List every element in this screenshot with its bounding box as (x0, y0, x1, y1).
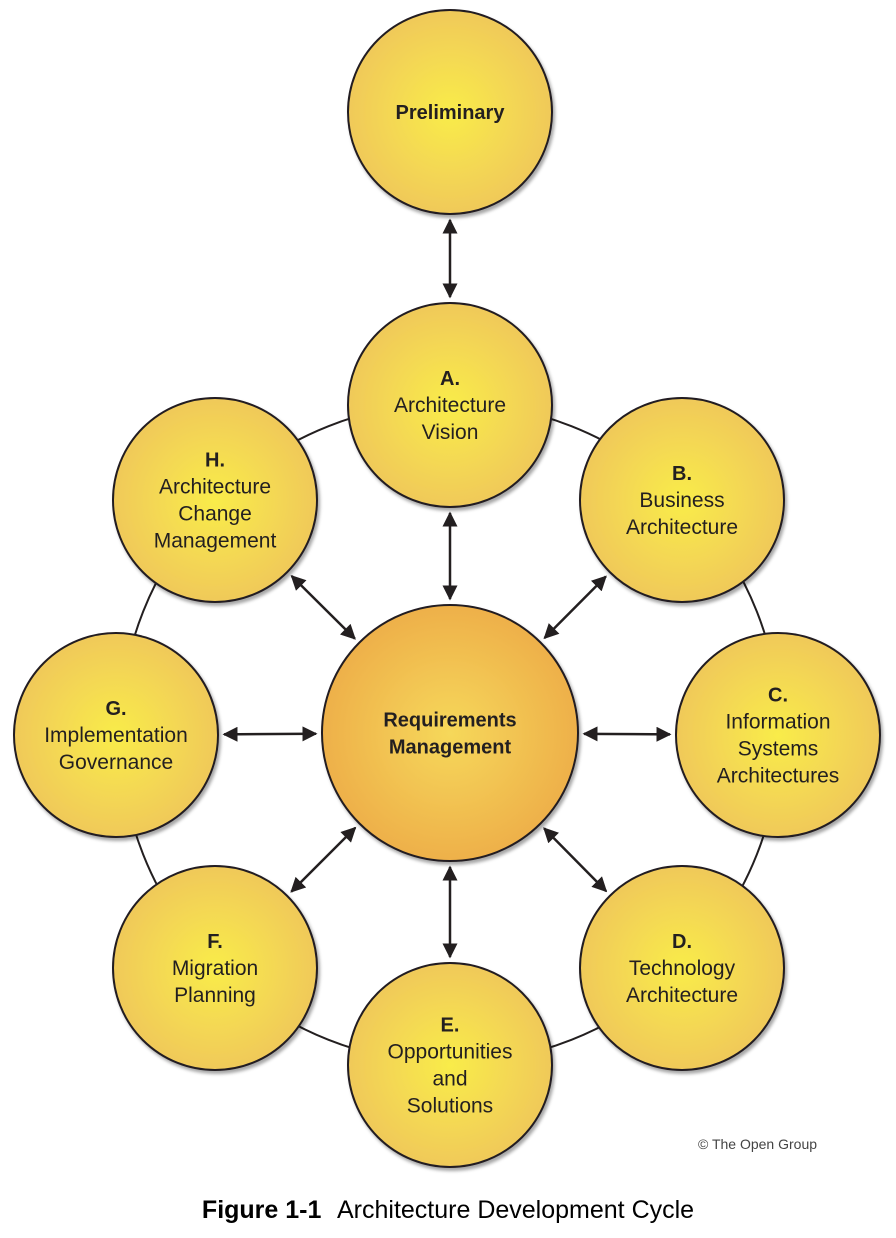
node-phase-f-circle[interactable] (112, 865, 318, 1071)
arrow-requirements-B (543, 575, 607, 640)
node-phase-d-label: Technology (629, 957, 736, 980)
node-phase-h-label: Management (154, 530, 277, 553)
node-phase-f-label: Migration (172, 957, 258, 980)
node-phase-c-label: Systems (738, 738, 819, 761)
node-phase-c-label: Information (725, 711, 830, 734)
node-preliminary-label: Preliminary (396, 102, 506, 124)
node-phase-g-circle[interactable] (13, 632, 219, 838)
node-phase-e-circle[interactable] (347, 962, 553, 1168)
node-phase-c-circle[interactable] (675, 632, 881, 838)
node-phase-b-label: Architecture (626, 516, 738, 539)
node-phase-a-circle[interactable] (347, 302, 553, 508)
node-phase-a-label: A. (440, 368, 460, 390)
node-phase-e-label: and (432, 1068, 467, 1091)
node-phase-f-label: Planning (174, 984, 256, 1007)
node-phase-f-label: F. (207, 931, 223, 953)
node-phase-h-label: H. (205, 450, 225, 472)
connections-layer (222, 218, 672, 959)
arrow-requirements-D (543, 827, 608, 893)
node-requirements-management-label: Management (389, 737, 512, 759)
node-phase-g-label: Governance (59, 751, 173, 774)
node-phase-c-label: Architectures (717, 765, 840, 788)
node-phase-e-label: E. (441, 1015, 460, 1037)
node-phase-g-label: Implementation (44, 724, 188, 747)
figure-number: Figure 1-1 (201, 1196, 322, 1224)
figure-caption: Figure 1-1 Architecture Development Cycl… (0, 1196, 896, 1225)
node-requirements-management-circle[interactable] (321, 604, 579, 862)
nodes-layer: PreliminaryA.ArchitectureVisionB.Busines… (13, 9, 881, 1168)
node-phase-a-label: Architecture (394, 394, 506, 417)
figure-title: Architecture Development Cycle (336, 1196, 695, 1224)
arrow-requirements-C (582, 726, 672, 742)
node-preliminary[interactable]: Preliminary (347, 9, 553, 215)
node-requirements-management-label: Requirements (383, 710, 516, 732)
node-phase-e-label: Opportunities (388, 1041, 513, 1064)
arrow-requirements-G (222, 726, 318, 742)
arrow-requirements-F (290, 826, 357, 893)
node-phase-b-label: B. (672, 463, 692, 485)
node-phase-b-circle[interactable] (579, 397, 785, 603)
arrow-requirements-H (290, 574, 356, 640)
node-preliminary-circle[interactable] (347, 9, 553, 215)
node-phase-d-circle[interactable] (579, 865, 785, 1071)
node-phase-b-label: Business (639, 489, 724, 512)
node-phase-c-label: C. (768, 685, 788, 707)
node-phase-a-label: Vision (422, 421, 479, 444)
copyright-notice: © The Open Group (698, 1136, 818, 1152)
node-phase-g-label: G. (105, 698, 126, 720)
node-phase-h-label: Architecture (159, 476, 271, 499)
node-phase-h-circle[interactable] (112, 397, 318, 603)
node-phase-d-label: D. (672, 931, 692, 953)
node-phase-h-label: Change (178, 503, 252, 526)
node-phase-e-label: Solutions (407, 1095, 493, 1118)
node-phase-d-label: Architecture (626, 984, 738, 1007)
